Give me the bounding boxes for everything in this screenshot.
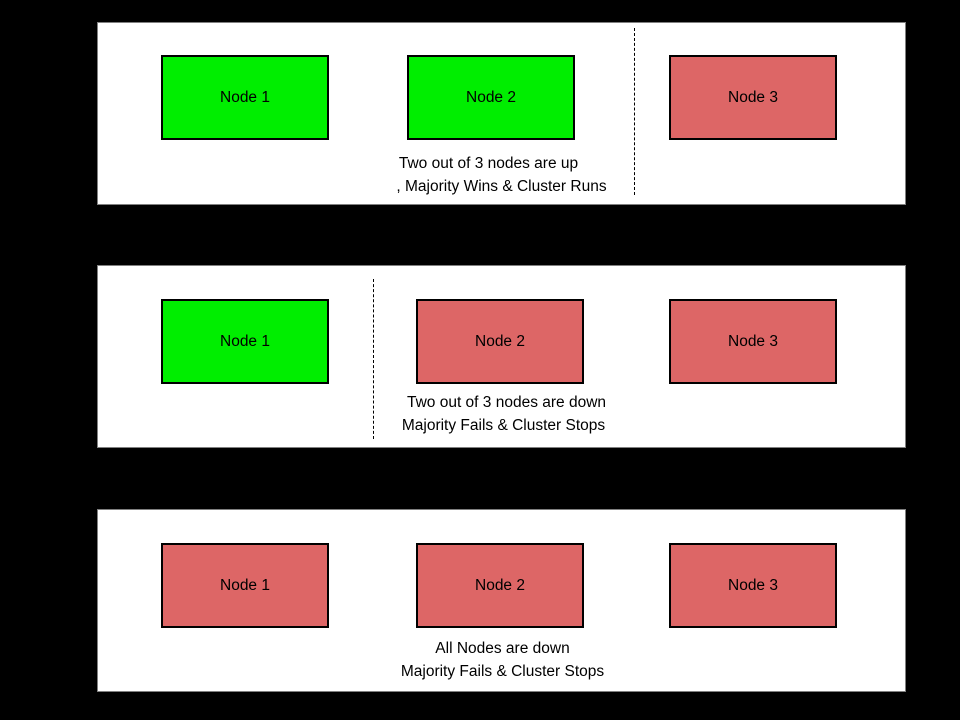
panel-caption: Two out of 3 nodes are down Majority Fai… <box>98 391 907 437</box>
quorum-divider-dashed-line <box>634 28 635 195</box>
node-box-2[interactable]: Node 2 <box>416 299 584 384</box>
scenario-panel-two-up: Node 1 Node 2 Node 3 Two out of 3 nodes … <box>97 22 906 205</box>
node-box-2[interactable]: Node 2 <box>416 543 584 628</box>
panel-caption-line-2: , Majority Wins & Cluster Runs <box>396 178 607 195</box>
panel-caption-line-1: Two out of 3 nodes are down <box>406 394 607 411</box>
panel-caption-line-1: All Nodes are down <box>435 640 570 657</box>
node-box-1[interactable]: Node 1 <box>161 55 329 140</box>
node-box-1[interactable]: Node 1 <box>161 299 329 384</box>
node-box-label: Node 2 <box>475 332 525 350</box>
node-box-label: Node 3 <box>728 88 778 106</box>
panel-caption-line-2: Majority Fails & Cluster Stops <box>401 417 606 434</box>
panel-caption-line-1: Two out of 3 nodes are up <box>398 155 579 172</box>
node-box-label: Node 1 <box>220 332 270 350</box>
scenario-panel-two-down: Node 1 Node 2 Node 3 Two out of 3 nodes … <box>97 265 906 448</box>
node-box-3[interactable]: Node 3 <box>669 299 837 384</box>
scenario-panel-all-down: Node 1 Node 2 Node 3 All Nodes are down … <box>97 509 906 692</box>
panel-caption: All Nodes are down Majority Fails & Clus… <box>98 637 907 683</box>
node-box-label: Node 2 <box>475 576 525 594</box>
quorum-divider-dashed-line <box>373 279 374 439</box>
panel-caption: Two out of 3 nodes are up , Majority Win… <box>98 152 907 198</box>
node-box-label: Node 2 <box>466 88 516 106</box>
node-box-3[interactable]: Node 3 <box>669 55 837 140</box>
node-box-label: Node 1 <box>220 576 270 594</box>
node-box-label: Node 1 <box>220 88 270 106</box>
node-box-2[interactable]: Node 2 <box>407 55 575 140</box>
node-box-label: Node 3 <box>728 332 778 350</box>
node-box-label: Node 3 <box>728 576 778 594</box>
node-box-3[interactable]: Node 3 <box>669 543 837 628</box>
panel-caption-line-2: Majority Fails & Cluster Stops <box>400 663 605 680</box>
node-box-1[interactable]: Node 1 <box>161 543 329 628</box>
